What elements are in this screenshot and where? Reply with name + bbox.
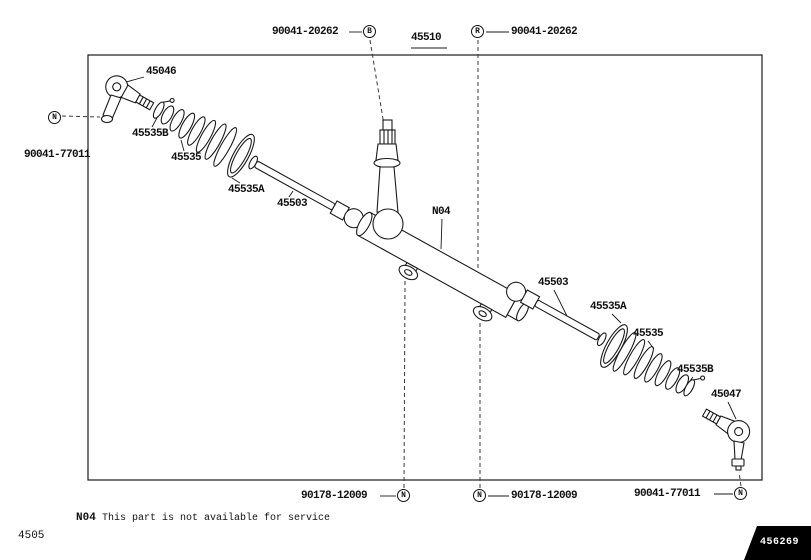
boot-left-drawing xyxy=(160,105,238,167)
dashed-line-bolt-b xyxy=(369,39,385,126)
callout-circle-n-right: N xyxy=(734,487,747,500)
label-inner-rod-right: 45503 xyxy=(538,277,569,289)
callout-circle-b: B xyxy=(363,25,376,38)
label-inner-rod-left: 45503 xyxy=(277,198,308,210)
dashed-line-nut-left xyxy=(61,115,101,118)
pinion-shaft-drawing xyxy=(372,119,404,240)
page-code: 4505 xyxy=(18,530,45,542)
label-boot-clamp-left: 45535B xyxy=(132,128,169,140)
inner-rod-left-drawing xyxy=(248,155,364,229)
callout-circle-n-2: N xyxy=(473,489,486,502)
figure-code: 456269 xyxy=(760,537,800,548)
label-tie-rod-end-right: 45047 xyxy=(711,389,742,401)
label-mount-nut-right: 90178-12009 xyxy=(511,490,578,502)
label-tie-rod-end-left: 45046 xyxy=(146,66,177,78)
tie-rod-end-left-drawing xyxy=(105,75,155,111)
callout-circle-n-left: N xyxy=(48,111,61,124)
label-bolt-top-right: 90041-20262 xyxy=(511,26,578,38)
tie-rod-end-right-drawing xyxy=(701,408,751,444)
callout-circle-n-1: N xyxy=(397,489,410,502)
label-boot-right: 45535 xyxy=(633,328,664,340)
dashed-leader-lines xyxy=(61,39,742,489)
note-text: This part is not available for service xyxy=(102,513,331,524)
label-housing-ref-n04: N04 xyxy=(432,206,451,218)
rack-housing-drawing xyxy=(356,211,530,322)
inner-rod-right-drawing xyxy=(506,281,607,347)
boot-ring-left-drawing xyxy=(227,133,255,178)
label-boot-left: 45535 xyxy=(171,152,202,164)
dashed-line-nut-right xyxy=(738,471,742,487)
label-mount-nut-left: 90178-12009 xyxy=(301,490,368,502)
boot-clamp-left-drawing xyxy=(152,97,175,119)
diagram-frame xyxy=(87,54,763,481)
boot-clamp-right-drawing xyxy=(683,375,706,397)
ball-stud-left-drawing xyxy=(100,94,122,124)
callout-connector-lines xyxy=(349,31,733,497)
label-boot-clamp-right: 45535B xyxy=(677,364,714,376)
leader-lines xyxy=(125,47,737,420)
corner-band xyxy=(744,526,811,560)
label-tie-rod-nut-left: 90041-77011 xyxy=(24,149,91,161)
label-bolt-top-left: 90041-20262 xyxy=(272,26,339,38)
label-boot-ring-right: 45535A xyxy=(590,301,627,313)
label-boot-ring-left: 45535A xyxy=(228,184,265,196)
callout-circle-r: R xyxy=(471,25,484,38)
dashed-line-nut-1 xyxy=(403,279,406,489)
rack-assembly-drawing xyxy=(105,75,751,444)
label-assembly-45510: 45510 xyxy=(411,32,442,44)
ball-stud-right-drawing xyxy=(731,440,745,471)
right-cluster-drawing xyxy=(506,281,706,397)
note-code: N04 xyxy=(76,512,96,524)
label-tie-rod-nut-right: 90041-77011 xyxy=(634,488,701,500)
